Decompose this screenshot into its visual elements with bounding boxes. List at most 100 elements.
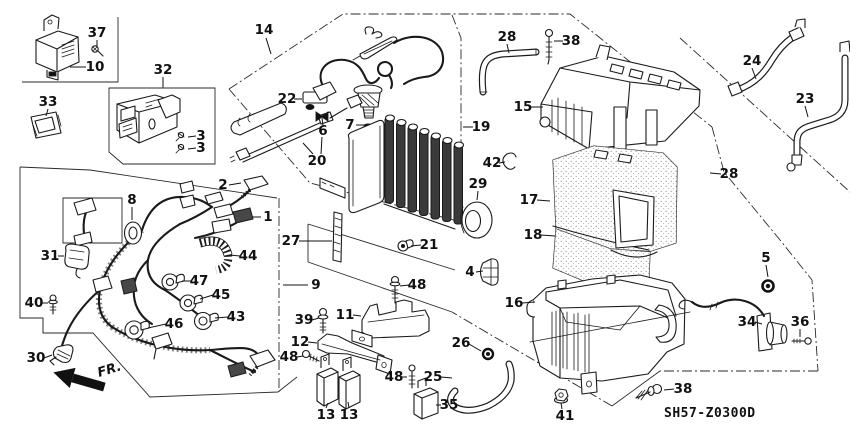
part-label-3: 3 — [196, 128, 205, 144]
pad-33 — [30, 111, 62, 139]
leader-line-44 — [228, 254, 241, 257]
leader-line-45 — [199, 294, 214, 300]
part-label-28: 28 — [498, 29, 517, 45]
thermostat-34 — [678, 298, 788, 352]
part-label-28: 28 — [720, 166, 739, 182]
leader-line-2 — [228, 182, 242, 186]
leader-line-42 — [498, 161, 506, 164]
part-label-24: 24 — [743, 53, 762, 69]
leader-line-48 — [399, 284, 410, 287]
leader-line-29 — [476, 190, 479, 201]
part-label-5: 5 — [761, 250, 770, 266]
part-label-3: 3 — [196, 140, 205, 156]
diagram-code: SH57-Z0300D — [664, 406, 756, 421]
leader-line-23 — [804, 105, 809, 118]
leader-line-46 — [147, 323, 167, 329]
part-label-25: 25 — [424, 369, 443, 385]
receiver-pipe-20 — [229, 102, 348, 163]
part-label-32: 32 — [154, 62, 173, 78]
leader-line-24 — [751, 67, 757, 80]
part-label-36: 36 — [791, 314, 810, 330]
relays-13 — [316, 353, 361, 410]
drain-hose-25 — [447, 360, 515, 414]
leader-line-14 — [265, 37, 272, 55]
leader-line-33 — [45, 108, 49, 117]
leader-line-21 — [410, 244, 422, 247]
grommet-26 — [481, 347, 495, 361]
leader-line-6 — [321, 117, 324, 126]
leader-line-20 — [320, 136, 323, 155]
bracket-11 — [351, 299, 430, 348]
hose-24 — [727, 18, 806, 97]
part-label-10: 10 — [86, 59, 105, 75]
part-label-2: 2 — [218, 177, 227, 193]
leader-line-34 — [754, 321, 763, 325]
leader-line-39 — [311, 317, 320, 321]
part-label-20: 20 — [308, 153, 327, 169]
leader-line-3 — [187, 135, 197, 138]
leader-line-5 — [765, 264, 769, 278]
leader-line-41 — [560, 402, 563, 410]
leader-line-13 — [325, 402, 329, 409]
leader-line-28 — [506, 43, 510, 54]
hose-28-top — [478, 48, 540, 96]
part-label-9: 9 — [311, 277, 320, 293]
part-label-12: 12 — [291, 334, 310, 350]
part-label-33: 33 — [39, 94, 58, 110]
part-label-17: 17 — [520, 192, 539, 208]
part-label-27: 27 — [282, 233, 301, 249]
part-label-23: 23 — [796, 91, 815, 107]
bolt-38-bottom — [635, 383, 663, 401]
part-label-7: 7 — [345, 117, 354, 133]
part-label-38: 38 — [674, 381, 693, 397]
part-label-34: 34 — [738, 314, 757, 330]
part-label-43: 43 — [227, 309, 246, 325]
insulator-17-18 — [552, 145, 678, 295]
grommet-5 — [761, 279, 775, 293]
relay-10 — [35, 14, 80, 81]
part-label-40: 40 — [25, 295, 44, 311]
leader-line-4 — [475, 270, 484, 273]
leader-line-25 — [440, 376, 453, 379]
upper-case-15 — [539, 44, 701, 150]
clamp-30 — [49, 344, 74, 366]
screw-38-top — [544, 28, 554, 65]
bracket-12 — [317, 333, 393, 375]
part-label-48: 48 — [385, 369, 404, 385]
leader-line-16 — [521, 301, 536, 304]
part-label-30: 30 — [27, 350, 46, 366]
part-label-46: 46 — [165, 316, 184, 332]
part-label-29: 29 — [469, 176, 488, 192]
fr-label: FR. — [96, 359, 123, 380]
leader-line-30 — [43, 354, 53, 359]
screws-3 — [175, 131, 185, 154]
part-label-37: 37 — [88, 25, 107, 41]
part-label-31: 31 — [41, 248, 60, 264]
clip-42 — [502, 152, 517, 170]
part-label-4: 4 — [465, 264, 474, 280]
part-label-41: 41 — [556, 408, 575, 424]
screw-39 — [317, 307, 329, 334]
fr-arrow — [53, 367, 106, 392]
leader-line-38 — [663, 388, 675, 391]
hose-23 — [786, 40, 850, 172]
leader-line-11 — [352, 314, 362, 317]
bolt-48-left — [301, 349, 320, 363]
wire-harness — [58, 175, 276, 378]
part-label-14: 14 — [255, 22, 274, 38]
clip-4 — [479, 258, 499, 286]
expansion-valve-22 — [302, 26, 444, 129]
part-label-1: 1 — [263, 209, 272, 225]
part-label-38: 38 — [562, 33, 581, 49]
part-label-26: 26 — [452, 335, 471, 351]
part-label-48: 48 — [408, 277, 427, 293]
lower-case-16 — [526, 274, 691, 395]
part-label-15: 15 — [514, 99, 533, 115]
part-label-47: 47 — [190, 273, 209, 289]
part-label-11: 11 — [336, 307, 355, 323]
part-label-42: 42 — [483, 155, 502, 171]
leader-line-48 — [296, 355, 304, 358]
